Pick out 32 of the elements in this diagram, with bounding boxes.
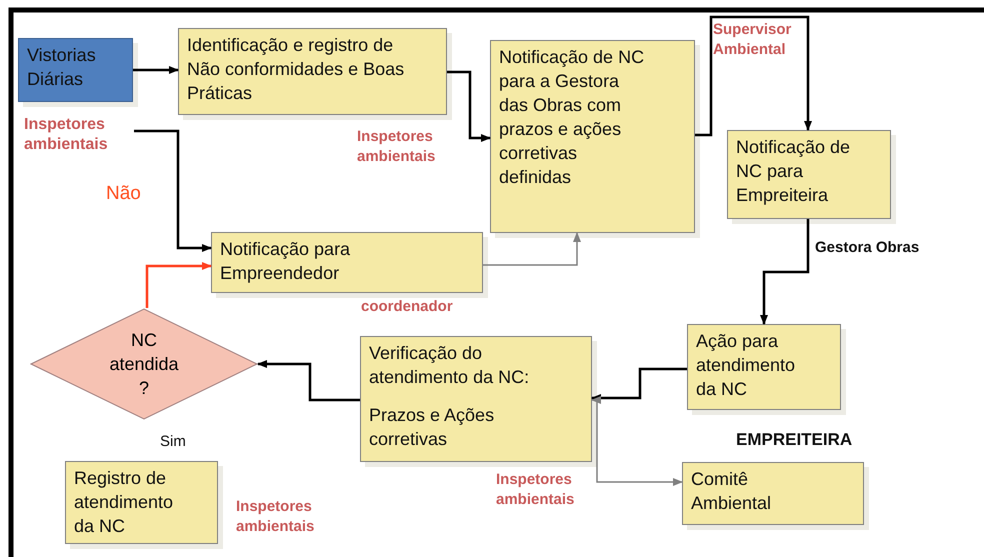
decision-diamond	[30, 308, 258, 420]
node-text: Verificação do atendimento da NC:	[369, 342, 530, 389]
role-label: Inspetores ambientais	[357, 127, 436, 167]
node-text: Identificação e registro de Não conformidades e Boas Práticas	[187, 34, 406, 105]
role-label: Gestora Obras	[815, 238, 920, 258]
node-text: Notificação de NC para a Gestora das Obras com prazos e ações corretivas definidas	[499, 46, 646, 189]
arrow	[146, 262, 212, 308]
arrow	[591, 396, 683, 486]
arrow	[257, 360, 360, 402]
arrow	[133, 66, 179, 74]
branch-label: Sim	[160, 432, 186, 452]
arrow	[134, 130, 212, 252]
node-text: Registro de atendimento da NC	[74, 467, 174, 538]
role-label: Inspetores ambientais	[236, 497, 316, 537]
branch-label: Não	[106, 184, 141, 204]
arrow	[695, 16, 812, 136]
role-label: Supervisor Ambiental	[713, 20, 792, 60]
role-label: Inspetores ambientais	[24, 115, 134, 155]
group-label: EMPREITEIRA	[736, 430, 852, 450]
arrow	[483, 232, 581, 266]
node-text: NC atendida ?	[108, 329, 180, 400]
node-text: Ação para atendimento da NC	[696, 330, 796, 401]
node-text: Notificação para Empreendedor	[220, 238, 352, 285]
role-label: Inspetores ambientais	[496, 470, 576, 510]
node-text: Vistorias Diárias	[27, 44, 97, 91]
role-label: coordenador	[361, 297, 453, 317]
arrow	[447, 70, 491, 142]
arrow	[760, 219, 810, 325]
node-text: Prazos e Ações corretivas	[369, 404, 496, 451]
node-text: Comitê Ambiental	[691, 468, 772, 515]
node-text: Notificação de NC para Empreiteira	[736, 136, 852, 207]
arrow	[591, 368, 687, 402]
